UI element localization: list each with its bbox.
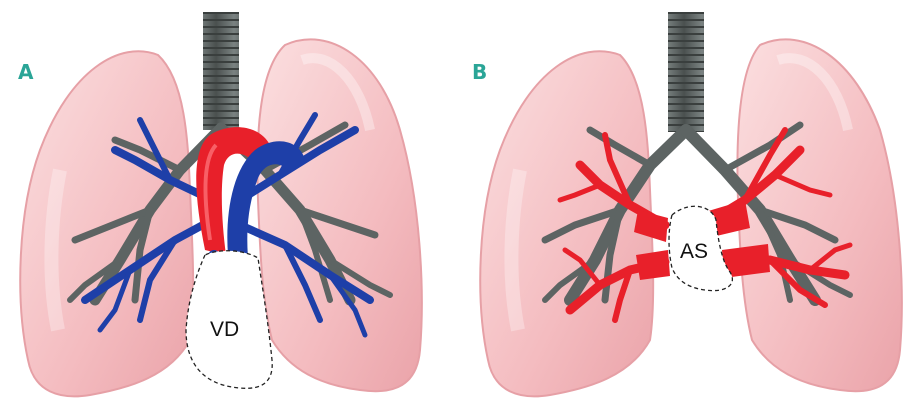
panel-b-letter: B (472, 60, 487, 84)
panel-a-letter: A (18, 60, 33, 84)
trachea-a (203, 12, 239, 130)
ventricle-label: VD (210, 318, 239, 342)
panel-b (480, 12, 902, 396)
vessel-stub-lower-left (636, 250, 670, 280)
right-lung-a (257, 39, 421, 391)
atrium-label: AS (680, 240, 708, 264)
trachea-b (668, 12, 704, 132)
